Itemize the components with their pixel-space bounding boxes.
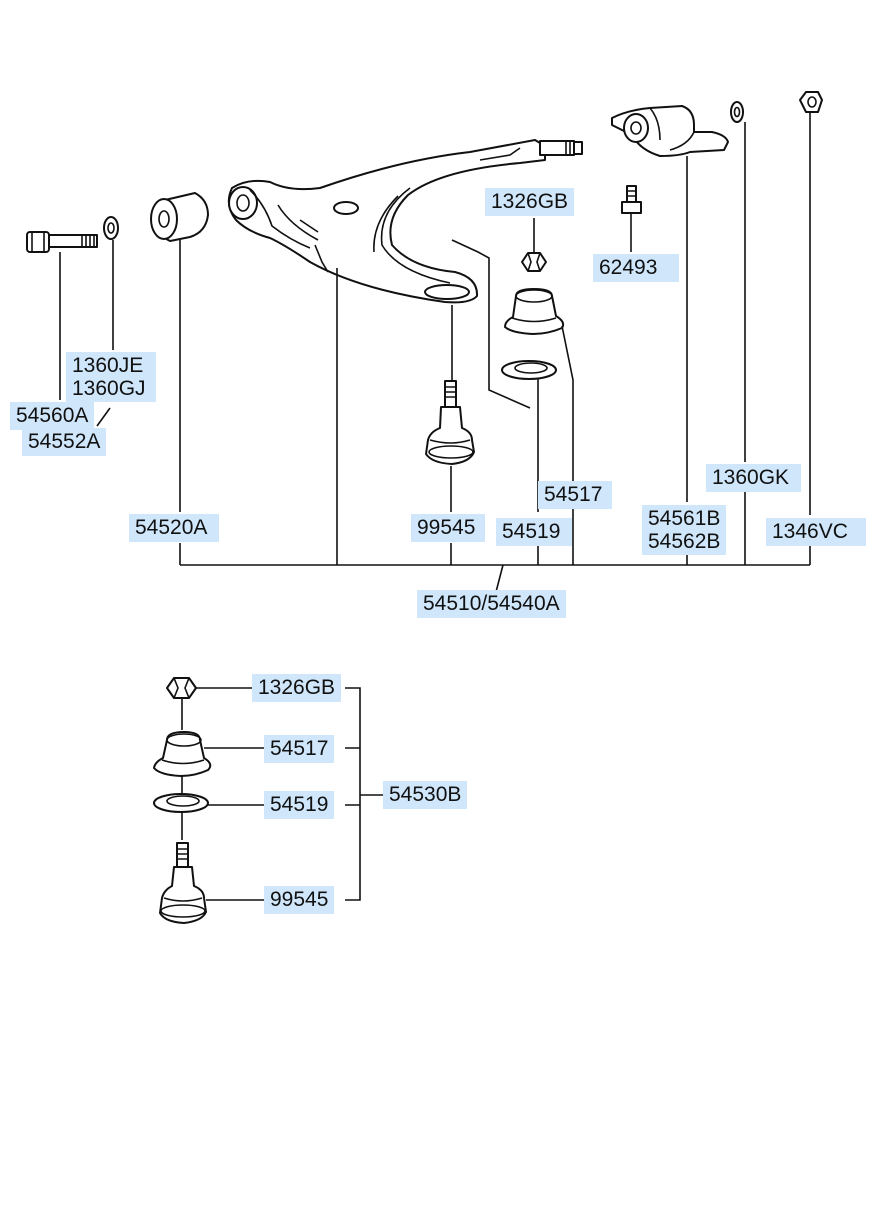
ring-part [501,360,557,380]
ball-joint-part [425,380,475,465]
nut-part [521,252,547,272]
label-washer: 1360JE [72,354,144,377]
screw-part [621,185,642,214]
kit-ring-part [153,793,209,813]
label-bushing: 54520A [129,514,220,542]
assembly-guide [451,239,531,409]
leader-lines-kit [196,687,383,901]
label-kit-ring: 54519 [264,791,335,819]
label-screw: 62493 [593,254,680,282]
label-bolt: 54560A [10,402,95,430]
bracket-part [611,105,729,157]
label-washer-2: 1360GK [706,464,802,492]
label-washer-group: 1360JE 1360GJ [66,352,156,402]
label-bracket-alt: 54562B [648,530,721,553]
label-arm-alt: 54540A [487,592,560,615]
label-ring-upper: 54519 [496,518,573,546]
leader-lines-upper [59,112,811,616]
bolt-part [26,231,98,253]
dust-boot-part [504,288,565,335]
label-arm-slash: / [481,592,488,615]
label-bracket: 54561B [648,507,721,530]
label-kit: 54530B [383,781,468,809]
control-arm-part [227,139,583,304]
label-nut-2: 1346VC [766,518,866,546]
label-kit-ball-joint: 99545 [264,886,335,914]
label-bolt-alt: 54552A [22,428,107,456]
kit-ball-joint-part [159,842,207,924]
washer-part [103,216,119,240]
label-bracket-group: 54561B 54562B [642,505,727,555]
label-boot-upper: 54517 [538,481,613,509]
kit-dust-boot-part [153,731,212,777]
kit-nut-part [166,677,197,699]
label-arm-main: 54510 [423,592,482,615]
label-kit-boot: 54517 [264,735,335,763]
label-nut-upper: 1326GB [485,188,575,216]
label-kit-nut: 1326GB [252,674,342,702]
label-washer-alt: 1360GJ [72,377,146,400]
washer-2-part [730,101,744,123]
bushing-part [150,192,209,242]
label-ball-joint-upper: 99545 [411,514,486,542]
label-arm: 54510/54540A [417,590,566,618]
label-slash [96,407,111,427]
nut-2-part [799,91,823,113]
